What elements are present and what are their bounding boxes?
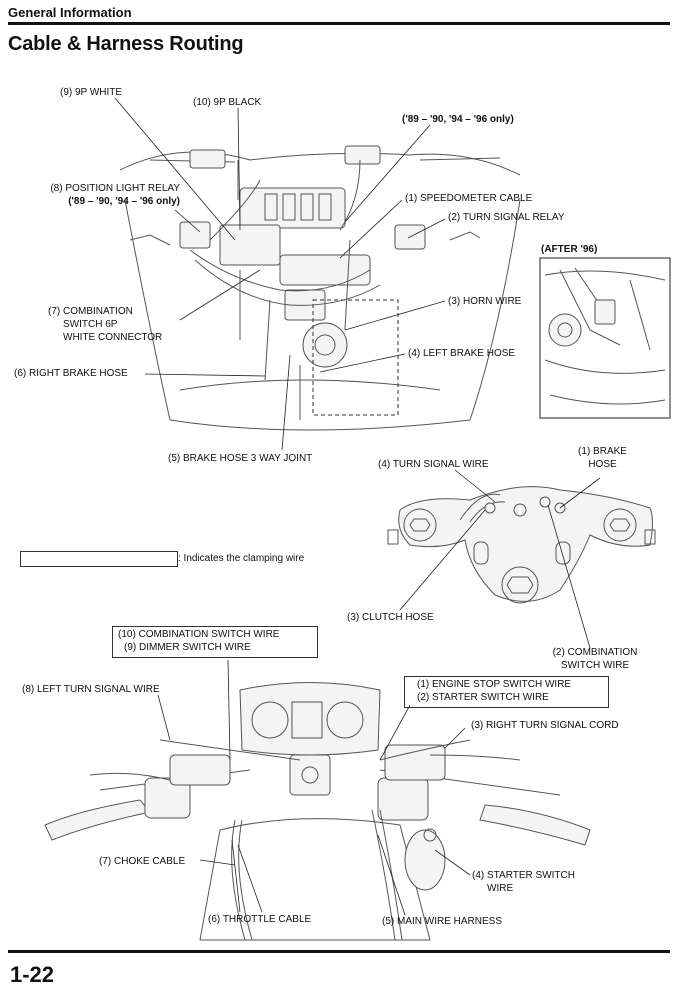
label-main-wire-harness: (5) MAIN WIRE HARNESS <box>382 916 503 927</box>
label-position-light-relay: (8) POSITION LIGHT RELAY <box>50 183 180 194</box>
legend-text: : Indicates the clamping wire <box>178 553 305 564</box>
label-brake-hose: (1) BRAKE <box>578 446 627 457</box>
label-right-brake-hose: (6) RIGHT BRAKE HOSE <box>14 368 128 379</box>
label-left-turn-signal-wire: (8) LEFT TURN SIGNAL WIRE <box>22 684 160 695</box>
label-starter-switch-wire-4: (4) STARTER SWITCH <box>472 870 575 881</box>
label-dimmer-switch-wire: (9) DIMMER SWITCH WIRE <box>124 642 251 653</box>
label-after-96: (AFTER '96) <box>541 244 598 255</box>
label-position-light-relay-years: ('89 – '90, '94 – '96 only) <box>68 196 180 207</box>
label-combination-switch-6p: SWITCH 6P <box>63 319 118 330</box>
label-throttle-cable: (6) THROTTLE CABLE <box>208 914 312 925</box>
label-9p-white: (9) 9P WHITE <box>60 87 123 98</box>
label-turn-signal-wire: (4) TURN SIGNAL WIRE <box>378 459 489 470</box>
footer-rule <box>8 950 670 953</box>
page-title: Cable & Harness Routing <box>8 33 244 55</box>
label-starter-switch-wire-4b: WIRE <box>487 883 514 894</box>
fork-bridge-illustration <box>387 469 656 649</box>
header-rule <box>8 22 670 25</box>
label-speedometer-cable: (1) SPEEDOMETER CABLE <box>405 193 533 204</box>
callout-box-engine-starter <box>404 676 609 708</box>
label-brake-hose-3-way-joint: (5) BRAKE HOSE 3 WAY JOINT <box>168 453 313 464</box>
label-white-connector: WHITE CONNECTOR <box>63 332 163 343</box>
label-clutch-hose: (3) CLUTCH HOSE <box>347 612 434 623</box>
label-horn-wire: (3) HORN WIRE <box>448 296 522 307</box>
label-combination-switch-wire-2: SWITCH WIRE <box>560 660 630 671</box>
label-brake-hose-2: HOSE <box>588 459 617 470</box>
callout-box-switch-wires <box>112 626 318 658</box>
label-choke-cable: (7) CHOKE CABLE <box>99 856 186 867</box>
upper-handlebar-illustration <box>114 97 671 451</box>
label-engine-stop-switch-wire: (1) ENGINE STOP SWITCH WIRE <box>417 679 572 690</box>
cockpit-illustration <box>44 660 591 941</box>
clamping-wire-legend-box <box>20 551 178 567</box>
label-9p-black: (10) 9P BLACK <box>193 97 262 108</box>
label-left-brake-hose: (4) LEFT BRAKE HOSE <box>408 348 516 359</box>
label-combination-switch-connector: (7) COMBINATION <box>48 306 133 317</box>
label-years-top: ('89 – '90, '94 – '96 only) <box>402 114 514 125</box>
label-starter-switch-wire: (2) STARTER SWITCH WIRE <box>417 692 549 703</box>
label-turn-signal-relay: (2) TURN SIGNAL RELAY <box>448 212 565 223</box>
section-header: General Information <box>8 5 132 20</box>
page-number: 1-22 <box>10 962 55 987</box>
label-combination-switch-wire: (2) COMBINATION <box>552 647 638 658</box>
label-combination-switch-wire-10: (10) COMBINATION SWITCH WIRE <box>118 629 280 640</box>
label-right-turn-signal-cord: (3) RIGHT TURN SIGNAL CORD <box>471 720 619 731</box>
